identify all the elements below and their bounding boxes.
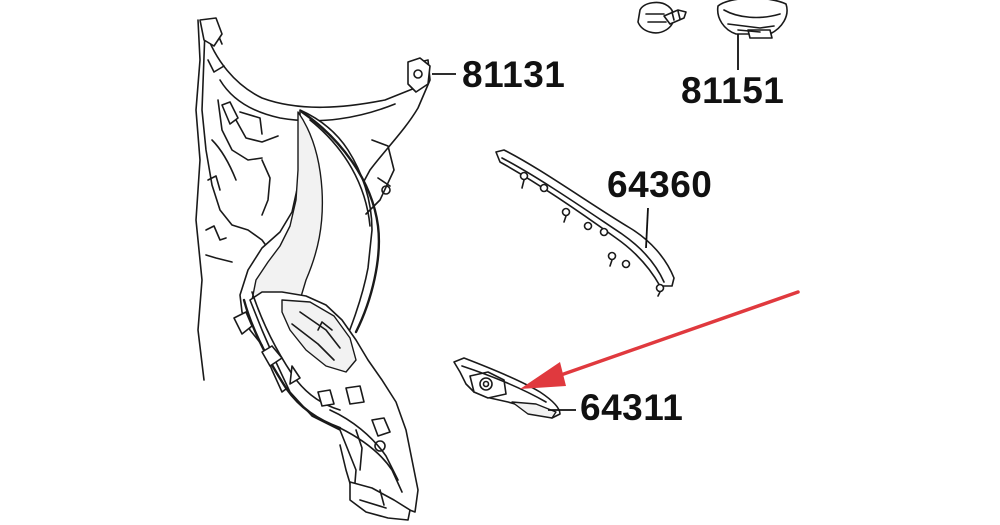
inner-panel-drawing	[195, 17, 431, 521]
part-label-81131: 81131	[462, 54, 566, 95]
part-64311-drawing	[453, 357, 561, 419]
part-81151-drawing	[637, 0, 788, 39]
leader-64360	[645, 207, 649, 249]
red-arrow-icon	[520, 290, 800, 389]
leader-lines	[432, 34, 739, 411]
part-64360-drawing	[495, 149, 675, 297]
part-label-64360: 64360	[607, 164, 713, 205]
part-label-81151: 81151	[681, 70, 785, 111]
part-label-64311: 64311	[580, 387, 684, 428]
